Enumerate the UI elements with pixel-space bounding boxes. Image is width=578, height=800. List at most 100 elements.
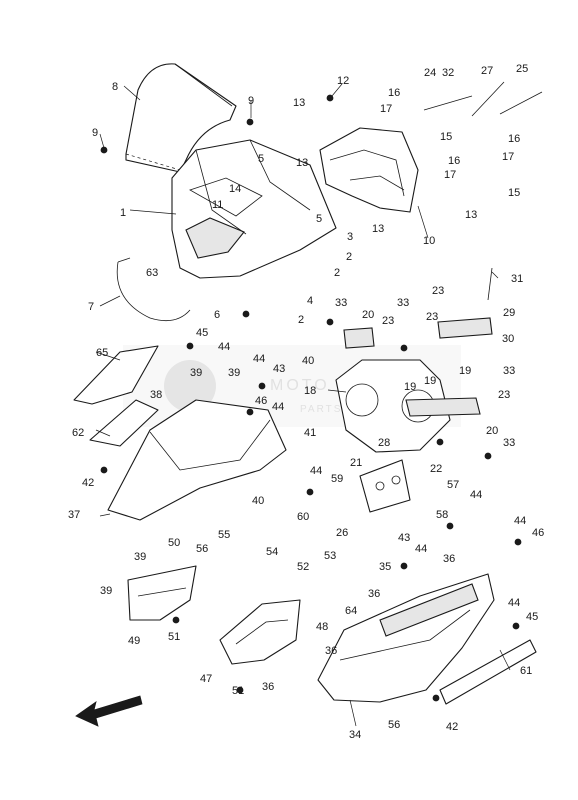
callout-17: 17 [444, 169, 456, 181]
callout-17: 17 [502, 151, 514, 163]
leader-lines [95, 83, 511, 727]
callout-19: 19 [404, 381, 416, 393]
callout-44: 44 [514, 515, 526, 527]
callout-26: 26 [336, 527, 348, 539]
callout-18: 18 [304, 385, 316, 397]
callout-43: 43 [398, 532, 410, 544]
inner-panel [319, 127, 419, 213]
callout-39: 39 [190, 367, 202, 379]
callout-6: 6 [214, 309, 220, 321]
callout-56: 56 [388, 719, 400, 731]
callout-8: 8 [112, 81, 118, 93]
callout-35: 35 [379, 561, 391, 573]
callout-36: 36 [325, 645, 337, 657]
side-strip [439, 639, 537, 705]
callout-45: 45 [196, 327, 208, 339]
callout-13: 13 [293, 97, 305, 109]
callout-9: 9 [92, 127, 98, 139]
callout-3: 3 [347, 231, 353, 243]
callout-57: 57 [447, 479, 459, 491]
callout-7: 7 [88, 301, 94, 313]
callout-47: 47 [200, 673, 212, 685]
callout-27: 27 [481, 65, 493, 77]
callout-31: 31 [511, 273, 523, 285]
callout-11: 11 [212, 199, 223, 211]
callout-13: 13 [296, 157, 308, 169]
fasteners [100, 94, 522, 702]
callout-41: 41 [304, 427, 316, 439]
callout-39: 39 [228, 367, 240, 379]
side-cowl-left [73, 345, 287, 521]
callout-19: 19 [424, 375, 436, 387]
callout-38: 38 [150, 389, 162, 401]
callout-51: 51 [168, 631, 180, 643]
callout-43: 43 [273, 363, 285, 375]
callout-52: 52 [297, 561, 309, 573]
callout-33: 33 [503, 437, 515, 449]
callout-23: 23 [426, 311, 438, 323]
callout-60: 60 [297, 511, 309, 523]
callout-13: 13 [465, 209, 477, 221]
callout-65: 65 [96, 347, 108, 359]
callout-53: 53 [324, 550, 336, 562]
callout-23: 23 [498, 389, 510, 401]
callout-15: 15 [508, 187, 520, 199]
callout-32: 32 [442, 67, 454, 79]
callout-2: 2 [298, 314, 304, 326]
callout-2: 2 [334, 267, 340, 279]
callout-63: 63 [146, 267, 158, 279]
callout-23: 23 [382, 315, 394, 327]
callout-36: 36 [443, 553, 455, 565]
stay-wire [116, 257, 191, 322]
watermark-brand: MOTO [270, 377, 330, 394]
front-direction-arrow-icon [75, 695, 143, 727]
callout-15: 15 [440, 131, 452, 143]
callout-44: 44 [470, 489, 482, 501]
callout-37: 37 [68, 509, 80, 521]
callout-51: 51 [232, 685, 244, 697]
callout-24: 24 [424, 67, 436, 79]
callout-40: 40 [252, 495, 264, 507]
callout-14: 14 [229, 183, 241, 195]
callout-44: 44 [218, 341, 230, 353]
callout-20: 20 [362, 309, 374, 321]
callouts: 8 9 9 12 13 13 13 13 16 16 16 17 17 17 2… [68, 63, 544, 741]
lower-cowling [317, 573, 495, 703]
callout-59: 59 [331, 473, 343, 485]
callout-33: 33 [503, 365, 515, 377]
callout-44: 44 [253, 353, 265, 365]
callout-39: 39 [134, 551, 146, 563]
callout-16: 16 [508, 133, 520, 145]
callout-49: 49 [128, 635, 140, 647]
callout-19: 19 [459, 365, 471, 377]
callout-4: 4 [307, 295, 313, 307]
inner-fairing-bracket [219, 599, 301, 665]
upper-cowling [171, 139, 337, 279]
rods [423, 81, 543, 301]
callout-44: 44 [508, 597, 520, 609]
watermark-sub: PARTS [300, 404, 342, 415]
callout-48: 48 [316, 621, 328, 633]
callout-54: 54 [266, 546, 278, 558]
under-cowl-small [127, 565, 197, 621]
callout-55: 55 [218, 529, 230, 541]
callout-50: 50 [168, 537, 180, 549]
callout-13: 13 [372, 223, 384, 235]
callout-5: 5 [316, 213, 322, 225]
callout-36: 36 [368, 588, 380, 600]
callout-22: 22 [430, 463, 442, 475]
callout-33: 33 [397, 297, 409, 309]
callout-30: 30 [502, 333, 514, 345]
callout-42: 42 [446, 721, 458, 733]
callout-44: 44 [310, 465, 322, 477]
callout-40: 40 [302, 355, 314, 367]
callout-9: 9 [248, 95, 254, 107]
callout-23: 23 [432, 285, 444, 297]
callout-21: 21 [350, 457, 362, 469]
callout-44: 44 [415, 543, 427, 555]
callout-25: 25 [516, 63, 528, 75]
callout-46: 46 [532, 527, 544, 539]
callout-61: 61 [520, 665, 532, 677]
callout-33: 33 [335, 297, 347, 309]
